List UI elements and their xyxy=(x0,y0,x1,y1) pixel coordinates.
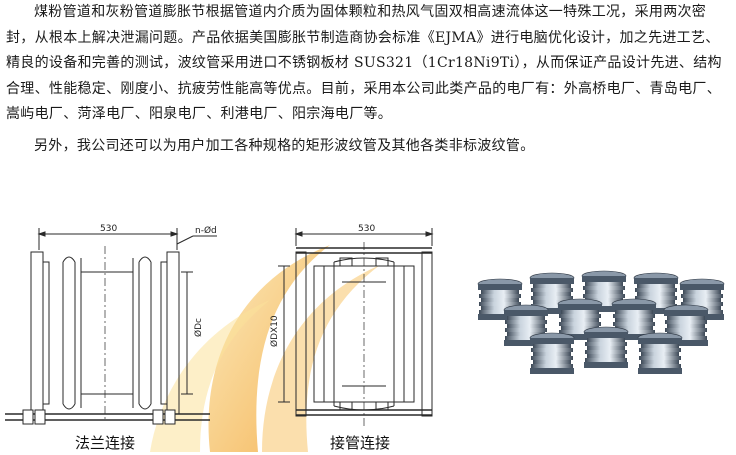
paragraph-1: 煤粉管道和灰粉管道膨胀节根据管道内介质为固体颗粒和热风气固双相高速流体这一特殊工… xyxy=(6,4,722,122)
welded-length-label: 530 xyxy=(358,224,375,234)
paragraph-2: 另外，我公司还可以为用户加工各种规格的矩形波纹管及其他各类非标波纹管。 xyxy=(34,137,535,154)
bellows-product-photo xyxy=(477,270,725,375)
flange-hole-label: n-Ød xyxy=(195,225,217,236)
welded-diameter-label: ØDX10 xyxy=(269,315,280,347)
flange-length-label: 530 xyxy=(100,224,117,234)
flange-caption: 法兰连接 xyxy=(75,434,136,452)
welded-caption: 接管连接 xyxy=(330,434,391,452)
welded-connection-drawing: 530 ØDX10 xyxy=(269,224,434,426)
article-text: 煤粉管道和灰粉管道膨胀节根据管道内介质为固体颗粒和热风气固双相高速流体这一特殊工… xyxy=(6,0,732,159)
flange-diameter-label: ØDc xyxy=(193,318,204,337)
flange-connection-drawing: 530 n-Ød ØDc xyxy=(5,224,217,425)
